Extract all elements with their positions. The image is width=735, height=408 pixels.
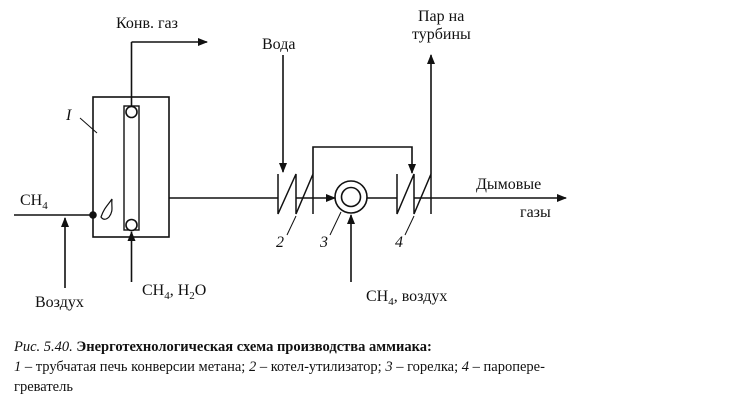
legend-text-1: – трубчатая печь конверсии метана; — [21, 359, 249, 375]
ch4-air-sub: 4 — [388, 296, 394, 309]
label-num-4: 4 — [395, 234, 403, 251]
ch4-h2o-part3: O — [194, 282, 207, 299]
label-steam-line2: турбины — [412, 26, 471, 43]
label-flue-gas-line2: газы — [520, 204, 551, 221]
label-num-1: I — [66, 107, 72, 124]
figure-caption-title: Рис. 5.40. Энерготехнологическая схема п… — [14, 339, 432, 356]
label-ch4-air: CH4, воздух — [366, 289, 447, 308]
waste-heat-boiler-coil — [277, 173, 314, 215]
reformer-tube — [123, 105, 140, 231]
leader-3 — [329, 211, 342, 236]
junction-dot — [89, 211, 97, 219]
ch4-h2o-part1: CH — [142, 282, 165, 299]
label-num-2: 2 — [276, 234, 284, 251]
ch4-air-part2: , воздух — [393, 288, 448, 305]
legend-text-2: – котел-утилизатор; — [256, 359, 386, 375]
label-flue-gas-line1: Дымовые — [476, 176, 542, 193]
superheater-coil — [396, 173, 432, 215]
figure-number: Рис. 5.40. — [14, 339, 73, 355]
ch4-air-part1: CH — [366, 288, 389, 305]
label-converted-gas: Конв. газ — [116, 15, 178, 32]
burner-inner — [340, 186, 362, 208]
label-water: Вода — [262, 36, 296, 53]
ch4-subscript: 4 — [42, 200, 48, 213]
legend-text-4: – пароперe- — [469, 359, 545, 375]
label-ch4-h2o: CH4, H2O — [142, 283, 206, 302]
steam-loop-line — [312, 146, 416, 174]
figure-legend-line1: 1 – трубчатая печь конверсии метана; 2 –… — [14, 359, 545, 376]
figure-title: Энерготехнологическая схема производства… — [76, 339, 432, 355]
legend-text-3: – горелка; — [392, 359, 462, 375]
label-steam-line1: Пар на — [418, 8, 465, 25]
tube-bottom-end — [125, 218, 138, 232]
legend-num-4: 4 — [461, 359, 470, 375]
leader-2 — [286, 215, 297, 236]
ch4-text: CH — [20, 192, 43, 209]
legend-num-1: 1 — [14, 359, 22, 375]
ch4-h2o-part2: , H — [169, 282, 190, 299]
leader-4 — [404, 215, 415, 236]
tube-top-end — [125, 105, 138, 119]
legend-num-3: 3 — [385, 359, 393, 375]
ch4-h2o-sub1: 4 — [164, 290, 170, 303]
burner-outer — [334, 180, 368, 214]
figure-legend-line2: греватель — [14, 379, 73, 395]
label-air: Воздух — [35, 294, 84, 311]
legend-num-2: 2 — [248, 359, 257, 375]
flame-icon — [100, 198, 113, 220]
ch4-h2o-sub2: 2 — [189, 290, 195, 303]
label-num-3: 3 — [320, 234, 328, 251]
label-ch4-feed: CH4 — [20, 193, 48, 212]
leader-1 — [79, 117, 98, 134]
